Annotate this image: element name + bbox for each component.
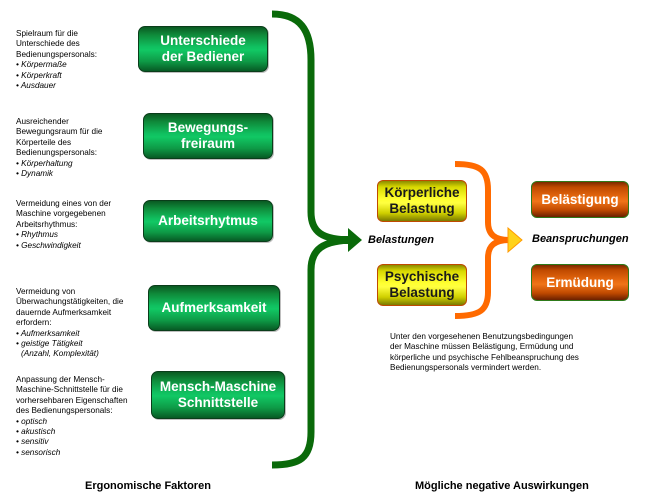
note-line: Unter den vorgesehenen Benutzungsbedingu…: [390, 332, 573, 341]
desc-line: Bedienungspersonals:: [16, 49, 98, 59]
factor-description-5: Anpassung der Mensch- Maschine-Schnittst…: [16, 375, 146, 458]
desc-line: Maschine vorgegebenen: [16, 209, 106, 219]
factor-label: Bewegungs-: [167, 120, 249, 135]
note-line: der Maschine müssen Belästigung, Ermüdun…: [390, 342, 574, 352]
factor-label: Arbeitsrhytmus: [158, 213, 258, 228]
factor-label: Unterschiede: [160, 33, 246, 48]
strains-label: Beanspruchungen: [532, 233, 629, 245]
load-label: Körperliche: [384, 185, 460, 200]
bullet-item: • sensorisch: [16, 447, 61, 457]
load-box-psychisch: Psychische Belastung: [377, 264, 467, 306]
bullet-item: • sensitiv: [16, 437, 49, 447]
loads-label: Belastungen: [368, 234, 435, 246]
bullet-item: • akustisch: [16, 427, 56, 437]
desc-line: Vermeidung eines von der: [16, 199, 112, 208]
factor-description-2: Ausreichender Bewegungsraum für die Körp…: [16, 117, 146, 179]
bullet-item: • Aufmerksamkeit: [16, 328, 80, 338]
note-line: körperliche und psychische Fehlbeanspruc…: [390, 352, 579, 362]
bullet-item: • Rhythmus: [16, 230, 58, 240]
factor-label: freiraum: [180, 136, 235, 151]
load-label: Belastung: [389, 285, 455, 300]
desc-line: Unterschiede des: [16, 39, 80, 49]
requirement-note: Unter den vorgesehenen Benutzungsbedingu…: [390, 332, 640, 374]
bullet-item: • geistige Tätigkeit: [16, 339, 83, 349]
bullet-item: • Körpermaße: [16, 60, 67, 70]
bullet-continuation: (Anzahl, Komplexität): [21, 349, 99, 359]
desc-line: des Bedienungspersonals:: [16, 406, 113, 416]
desc-line: Bewegungsraum für die: [16, 127, 103, 137]
note-line: Bedienungspersonals vermindert werden.: [390, 363, 542, 373]
strain-label: Ermüdung: [546, 275, 614, 290]
factor-box-arbeitsrhythmus: Arbeitsrhytmus: [143, 200, 273, 242]
desc-line: dauernde Aufmerksamkeit: [16, 307, 112, 317]
bullet-item: • Geschwindigkeit: [16, 240, 81, 250]
load-box-koerperlich: Körperliche Belastung: [377, 180, 467, 222]
factor-description-4: Vermeidung von Überwachungstätigkeiten, …: [16, 287, 146, 360]
strain-box-ermuedung: Ermüdung: [531, 264, 629, 301]
factor-label: Aufmerksamkeit: [161, 300, 267, 315]
bullet-item: • Körperkraft: [16, 70, 62, 80]
factor-label: Mensch-Maschine: [159, 379, 277, 394]
strain-box-belaestigung: Belästigung: [531, 181, 629, 218]
orange-arrow-head: [507, 226, 523, 254]
load-label: Psychische: [384, 269, 460, 284]
factor-box-aufmerksamkeit: Aufmerksamkeit: [148, 285, 280, 331]
desc-line: Spielraum für die: [16, 29, 78, 38]
desc-line: Vermeidung von: [16, 287, 76, 296]
desc-line: vorhersehbaren Eigenschaften: [16, 395, 128, 405]
factor-description-1: Spielraum für die Unterschiede des Bedie…: [16, 29, 146, 91]
desc-line: Überwachungstätigkeiten, die: [16, 297, 124, 307]
factor-box-mensch-maschine: Mensch-Maschine Schnittstelle: [151, 371, 285, 419]
factor-label: der Bediener: [161, 49, 245, 64]
footer-right-heading: Mögliche negative Auswirkungen: [415, 480, 589, 492]
desc-line: Maschine-Schnittstelle für die: [16, 385, 123, 395]
factor-box-bewegungsfreiraum: Bewegungs- freiraum: [143, 113, 273, 159]
desc-line: Bedienungspersonals:: [16, 148, 98, 158]
desc-line: Anpassung der Mensch-: [16, 375, 105, 384]
bullet-item: • Körperhaltung: [16, 158, 73, 168]
strain-label: Belästigung: [541, 192, 619, 207]
bullet-item: • Ausdauer: [16, 81, 56, 91]
desc-line: Arbeitsrhythmus:: [16, 219, 78, 229]
green-arrow-shaft: [330, 236, 350, 244]
green-arrow-head: [348, 228, 362, 252]
factor-description-3: Vermeidung eines von der Maschine vorgeg…: [16, 199, 146, 251]
factor-box-unterschiede: Unterschiede der Bediener: [138, 26, 268, 72]
desc-line: Ausreichender: [16, 117, 69, 126]
load-label: Belastung: [389, 201, 455, 216]
factor-label: Schnittstelle: [177, 395, 259, 410]
bullet-item: • Dynamik: [16, 169, 53, 179]
desc-line: erfordern:: [16, 318, 52, 328]
desc-line: Körperteile des: [16, 137, 72, 147]
footer-left-heading: Ergonomische Faktoren: [85, 480, 211, 492]
bullet-item: • optisch: [16, 416, 48, 426]
